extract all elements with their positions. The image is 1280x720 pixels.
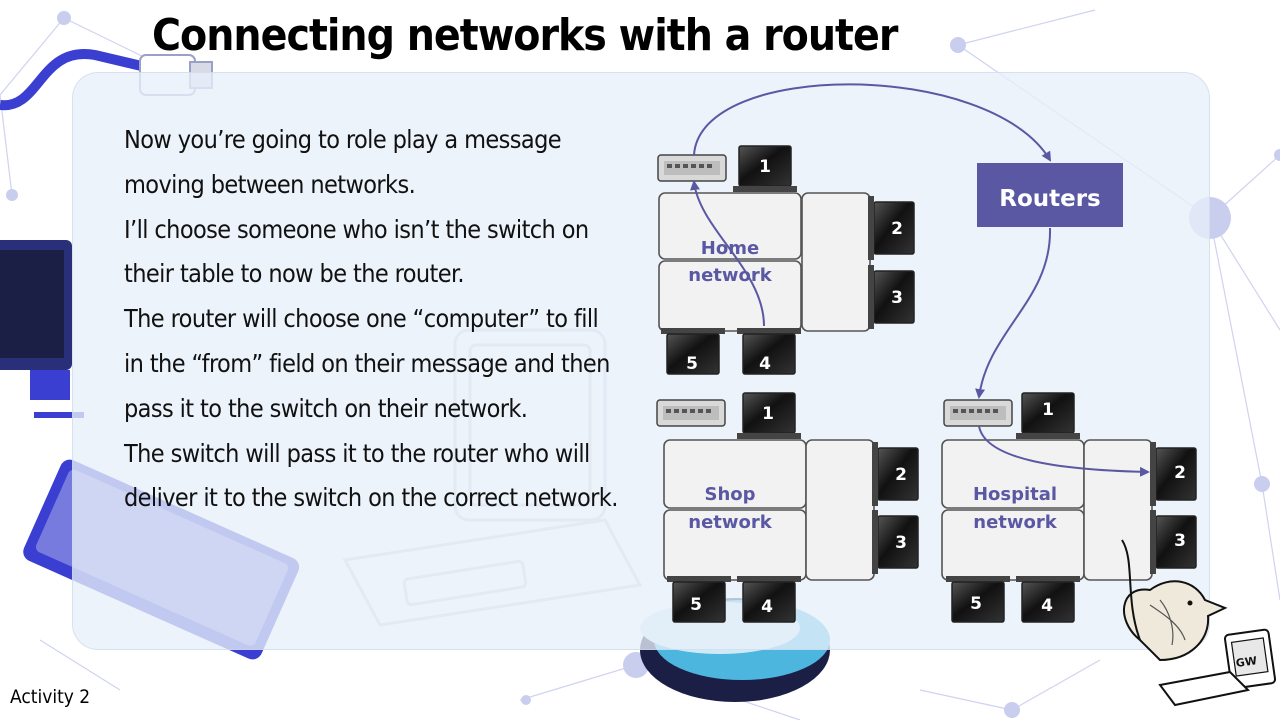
computer-number: 3 <box>1174 531 1186 551</box>
laptop-icon: 5 <box>946 576 1010 623</box>
network-label: network <box>688 265 772 286</box>
instructions-text: Now you’re going to role play a message … <box>124 118 624 521</box>
laptop-icon: 3 <box>872 510 919 574</box>
arrow-routers-to-hospital-switch <box>975 227 1052 399</box>
instruction-paragraph: The router will choose one “computer” to… <box>124 304 610 423</box>
activity-label: Activity 2 <box>10 686 91 708</box>
computer-number: 5 <box>970 594 982 614</box>
wren-logo-icon: GW <box>1121 539 1277 707</box>
laptop-icon: 2 <box>1150 442 1197 506</box>
laptop-icon: 4 <box>737 576 801 623</box>
computer-number: 5 <box>690 595 702 615</box>
computer-number: 4 <box>761 597 773 617</box>
shop-network-tables <box>663 439 875 581</box>
computer-number: 4 <box>1041 596 1053 616</box>
switch-icon <box>656 399 726 427</box>
routers-box <box>977 163 1123 227</box>
arrow-switch-to-routers <box>693 83 1052 162</box>
laptop-icon: 5 <box>667 576 731 623</box>
laptop-icon: 2 <box>868 196 915 260</box>
laptop-icon: 1 <box>733 145 797 192</box>
computer-number: 3 <box>895 533 907 553</box>
computer-number: 1 <box>762 404 774 424</box>
home-network-tables <box>658 192 871 332</box>
switch-icon <box>657 154 727 182</box>
computer-number: 1 <box>1042 400 1054 420</box>
computer-number: 2 <box>891 219 903 239</box>
arrow-hospital-switch-to-computer <box>978 425 1150 477</box>
network-label: Hospital <box>973 484 1057 505</box>
laptop-icon: 4 <box>737 328 801 375</box>
computer-number: 4 <box>759 354 771 374</box>
laptop-icon: 3 <box>1150 510 1197 574</box>
logo-text: GW <box>1235 654 1258 670</box>
monitor-icon <box>0 240 84 418</box>
computer-number: 2 <box>1174 463 1186 483</box>
network-label: network <box>973 512 1057 533</box>
instruction-paragraph: Now you’re going to role play a message … <box>124 125 562 199</box>
network-label: Shop <box>704 484 755 505</box>
arrow-computer-to-switch <box>690 180 765 327</box>
hospital-network-tables <box>941 439 1153 581</box>
computer-number: 3 <box>891 288 903 308</box>
switch-icon <box>943 399 1013 427</box>
instruction-paragraph: I’ll choose someone who isn’t the switch… <box>124 214 589 289</box>
laptop-icon: 1 <box>737 392 801 439</box>
computer-number: 2 <box>895 465 907 485</box>
instruction-paragraph: The switch will pass it to the router wh… <box>124 438 618 513</box>
laptop-icon: 5 <box>661 328 725 375</box>
computer-number: 1 <box>759 157 771 177</box>
routers-label: Routers <box>999 186 1101 212</box>
laptop-icon: 2 <box>872 442 919 506</box>
laptop-icon: 4 <box>1016 576 1080 623</box>
laptop-icon: 3 <box>868 265 915 329</box>
laptop-icon: 1 <box>1016 392 1080 439</box>
network-label: network <box>688 512 772 533</box>
computer-number: 5 <box>686 354 698 374</box>
slide-title: Connecting networks with a router <box>152 10 898 61</box>
